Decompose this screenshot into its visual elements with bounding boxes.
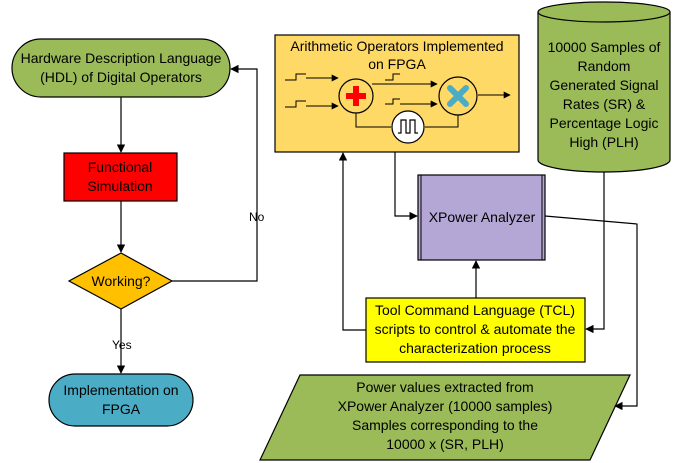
clock-icon [391,110,425,144]
working-decision-label: Working? [92,273,151,289]
hdl-label-line-2: (HDL) of Digital Operators [40,69,202,85]
samples-database-node: 10000 Samples of Random Generated Signal… [537,1,671,173]
edge-tcl-to-fpga [338,152,366,331]
left-column-edges [116,64,258,374]
implementation-node: Implementation on FPGA [48,373,194,427]
arithmetic-label-line-2: on FPGA [368,56,426,72]
functional-simulation-node: Functional Simulation [63,152,178,202]
samples-label-line-3: Generated Signal [550,77,659,93]
samples-label-line-2: Random [578,58,631,74]
xpower-analyzer-label: XPower Analyzer [429,209,536,225]
power-label-line-3: Samples corresponding to the [352,417,538,433]
edge-fpga-to-xpower [394,152,418,221]
xpower-analyzer-node: XPower Analyzer [417,174,546,261]
input-waveform-1 [285,73,306,81]
functional-simulation-label-line-1: Functional [88,159,153,175]
adder-icon [338,78,374,114]
power-label-line-1: Power values extracted from [356,379,533,395]
implementation-label-line-2: FPGA [102,401,141,417]
right-side-edges [338,152,638,411]
tcl-scripts-node: Tool Command Language (TCL) scripts to c… [365,297,586,363]
power-label-line-2: XPower Analyzer (10000 samples) [338,398,553,414]
tcl-label-line-3: characterization process [399,340,551,356]
edge-xpower-to-power [544,215,638,411]
arithmetic-operators-node: Arithmetic Operators Implemented on FPGA [274,34,520,153]
input-waveform-3 [385,73,400,81]
power-values-node: Power values extracted from XPower Analy… [259,374,631,461]
arithmetic-label-line-1: Arithmetic Operators Implemented [290,38,503,54]
edge-no-label: No [249,210,265,224]
hdl-label-line-1: Hardware Description Language [21,50,222,66]
samples-label-line-6: High (PLH) [569,134,638,150]
samples-label-line-1: 10000 Samples of [548,39,661,55]
edge-decision-no-loop [172,64,258,282]
input-waveform-2 [285,100,306,108]
functional-simulation-label-line-2: Simulation [87,178,152,194]
samples-label-line-5: Percentage Logic [550,115,659,131]
edge-yes-label: Yes [112,338,132,352]
circuit-sketch [285,73,511,128]
hdl-node: Hardware Description Language (HDL) of D… [11,38,231,98]
samples-label-line-4: Rates (SR) & [563,96,646,112]
edge-samples-to-tcl [585,172,605,334]
input-waveform-4 [385,98,400,105]
power-label-line-4: 10000 x (SR, PLH) [386,436,504,452]
tcl-label-line-2: scripts to control & automate the [375,321,576,337]
tcl-label-line-1: Tool Command Language (TCL) [375,302,575,318]
multiplier-icon [438,76,478,116]
working-decision-node: Working? [67,252,174,310]
implementation-label-line-1: Implementation on [63,382,178,398]
